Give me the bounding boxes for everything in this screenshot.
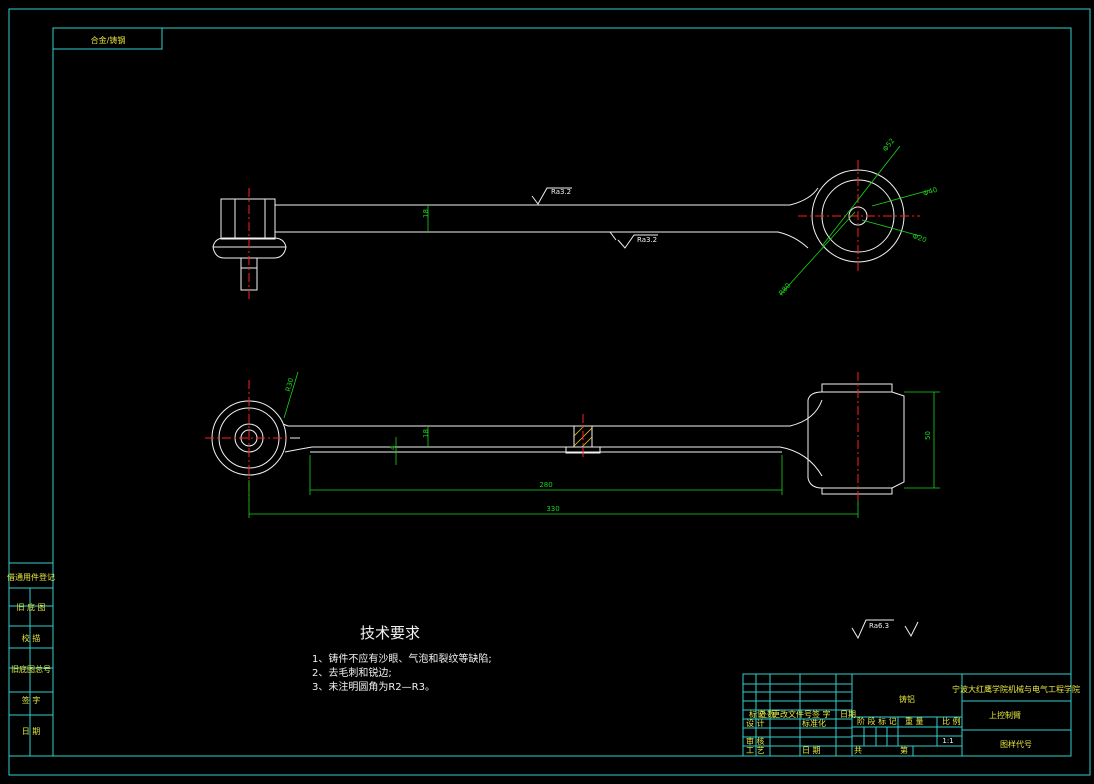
material-box xyxy=(52,27,163,50)
tb-total: 共 xyxy=(854,746,862,755)
tech-req-item-1: 1、铸件不应有沙眼、气泡和裂纹等缺陷; xyxy=(312,652,492,665)
tb-process: 工 艺 xyxy=(746,746,765,755)
left-col-6: 日 期 xyxy=(22,727,41,736)
tb-std: 标准化 xyxy=(802,718,826,728)
tb-sign: 签 字 xyxy=(812,709,831,719)
tb-approve: 日 期 xyxy=(802,746,821,755)
tb-sheet: 第 xyxy=(900,745,908,755)
tech-req-title: 技术要求 xyxy=(360,624,420,642)
front-view: 18 4 280 330 50 R30 xyxy=(205,371,940,518)
left-col-5: 签 字 xyxy=(22,695,41,705)
tb-weight: 重 量 xyxy=(905,716,924,726)
inner-border xyxy=(52,27,1072,757)
tb-review: 审 核 xyxy=(746,736,765,746)
tech-requirements: 技术要求 1、铸件不应有沙眼、气泡和裂纹等缺陷; 2、去毛刺和锐边; 3、未注明… xyxy=(312,624,492,693)
tech-req-item-3: 3、未注明圆角为R2—R3。 xyxy=(312,680,435,693)
title-block: 标记 处数 更改文件号 签 字 日期 设 计 标准化 审 核 工 艺 日 期 阶… xyxy=(742,673,1080,757)
ra-general: Ra6.3 xyxy=(869,622,889,630)
outer-border xyxy=(8,8,1091,776)
top-view: Ra3.2 Ra3.2 18 Φ52 Φ40 Φ20 R80 xyxy=(212,137,938,300)
dim-phi40: Φ40 xyxy=(922,186,938,198)
dim-18-bottom: 18 xyxy=(422,429,430,438)
tb-design: 设 计 xyxy=(746,718,765,728)
left-col-4: 旧底图总号 xyxy=(11,664,51,674)
ra-top-2: Ra3.2 xyxy=(637,236,657,244)
dim-phi52: Φ52 xyxy=(881,137,896,153)
tb-school: 宁波大红鹰学院机械与电气工程学院 xyxy=(952,684,1080,694)
tb-scale: 1:1 xyxy=(942,737,953,745)
tb-count: 处数 xyxy=(759,709,775,719)
left-col-3: 校 描 xyxy=(22,633,41,643)
ra-top-1: Ra3.2 xyxy=(551,188,571,196)
general-roughness: Ra6.3 xyxy=(851,619,919,640)
dim-18-top: 18 xyxy=(422,209,430,218)
dim-50: 50 xyxy=(924,431,932,440)
dim-330: 330 xyxy=(546,505,559,513)
tb-drawing-code: 图样代号 xyxy=(1000,739,1032,749)
tb-part-name: 上控制臂 xyxy=(989,710,1021,720)
dim-280: 280 xyxy=(539,481,552,489)
tech-req-item-2: 2、去毛刺和锐边; xyxy=(312,666,392,679)
tb-date: 日期 xyxy=(840,710,856,719)
tb-ratio: 比 例 xyxy=(942,716,961,726)
left-column: 借通用件登记 旧 底 图 校 描 旧底图总号 签 字 日 期 xyxy=(7,562,55,757)
dim-r30: R30 xyxy=(284,377,295,392)
material-box-text: 合金/铸钢 xyxy=(91,35,126,45)
left-col-1: 借通用件登记 xyxy=(7,572,55,582)
tb-change: 更改文件号 xyxy=(772,709,812,719)
tb-stage: 阶 段 标 记 xyxy=(857,716,897,726)
dim-phi20: Φ20 xyxy=(911,232,927,244)
tb-material: 铸铝 xyxy=(899,694,915,704)
dim-4: 4 xyxy=(389,445,397,450)
tb-mark: 标记 xyxy=(749,709,765,719)
left-col-2: 旧 底 图 xyxy=(16,602,45,612)
